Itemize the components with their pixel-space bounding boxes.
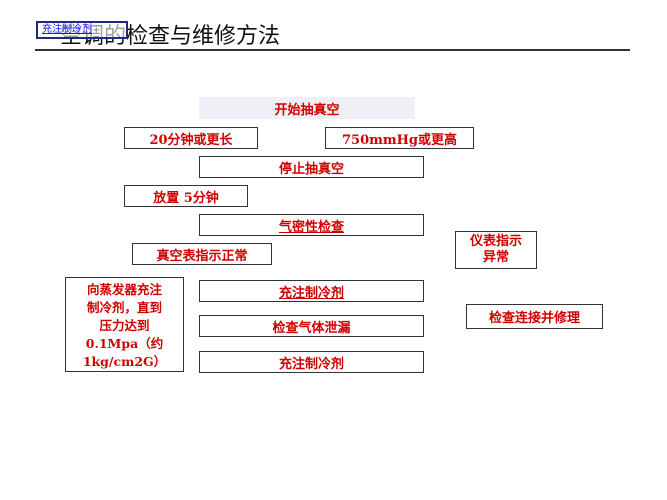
result-gauge-abnormal-line-2: 异常 <box>482 250 509 265</box>
step-stop-evacuation: 停止抽真空 <box>199 156 424 178</box>
step-check-and-repair-connection: 检查连接并修理 <box>466 304 603 329</box>
title-divider <box>35 49 630 51</box>
step-check-and-repair-connection-label: 检查连接并修理 <box>488 311 580 326</box>
step-charge-refrigerant-2: 充注制冷剂 <box>199 351 424 373</box>
step-airtight-check: 气密性检查 <box>199 214 424 236</box>
step-charge-refrigerant-1-label: 充注制冷剂 <box>278 285 344 301</box>
condition-20-minutes: 20分钟或更长 <box>124 127 258 149</box>
result-gauge-abnormal-line-1: 仪表指示 <box>469 234 522 249</box>
step-stop-evacuation-label: 停止抽真空 <box>278 161 344 177</box>
step-charge-evaporator-line-1: 向蒸发器充注 <box>86 282 162 297</box>
nav-link-charge-refrigerant[interactable]: 充注制冷剂 <box>36 21 128 39</box>
step-charge-evaporator-line-5: 1kg/cm2G） <box>82 354 167 369</box>
step-check-gas-leak: 检查气体泄漏 <box>199 315 424 337</box>
step-start-evacuation-label: 开始抽真空 <box>274 102 340 118</box>
step-hold-5-minutes-label: 放置 5分钟 <box>153 190 219 206</box>
step-charge-refrigerant-1: 充注制冷剂 <box>199 280 424 302</box>
step-charge-evaporator-line-4: 0.1Mpa（约 <box>85 336 164 351</box>
condition-750-mmhg-label: 750mmHg或更高 <box>341 132 458 148</box>
step-airtight-check-label: 气密性检查 <box>278 219 344 235</box>
result-gauge-normal-label: 真空表指示正常 <box>156 248 248 264</box>
step-charge-evaporator-line-2: 制冷剂，直到 <box>86 300 162 315</box>
step-charge-evaporator-line-3: 压力达到 <box>99 318 150 333</box>
step-charge-refrigerant-2-label: 充注制冷剂 <box>278 356 344 372</box>
step-hold-5-minutes: 放置 5分钟 <box>124 185 248 207</box>
condition-20-minutes-label: 20分钟或更长 <box>149 132 233 148</box>
result-gauge-abnormal: 仪表指示 异常 <box>455 231 537 269</box>
step-check-gas-leak-label: 检查气体泄漏 <box>272 320 351 336</box>
step-charge-evaporator: 向蒸发器充注 制冷剂，直到 压力达到 0.1Mpa（约 1kg/cm2G） <box>65 277 184 372</box>
step-start-evacuation: 开始抽真空 <box>199 97 415 119</box>
result-gauge-normal: 真空表指示正常 <box>132 243 272 265</box>
condition-750-mmhg: 750mmHg或更高 <box>325 127 474 149</box>
